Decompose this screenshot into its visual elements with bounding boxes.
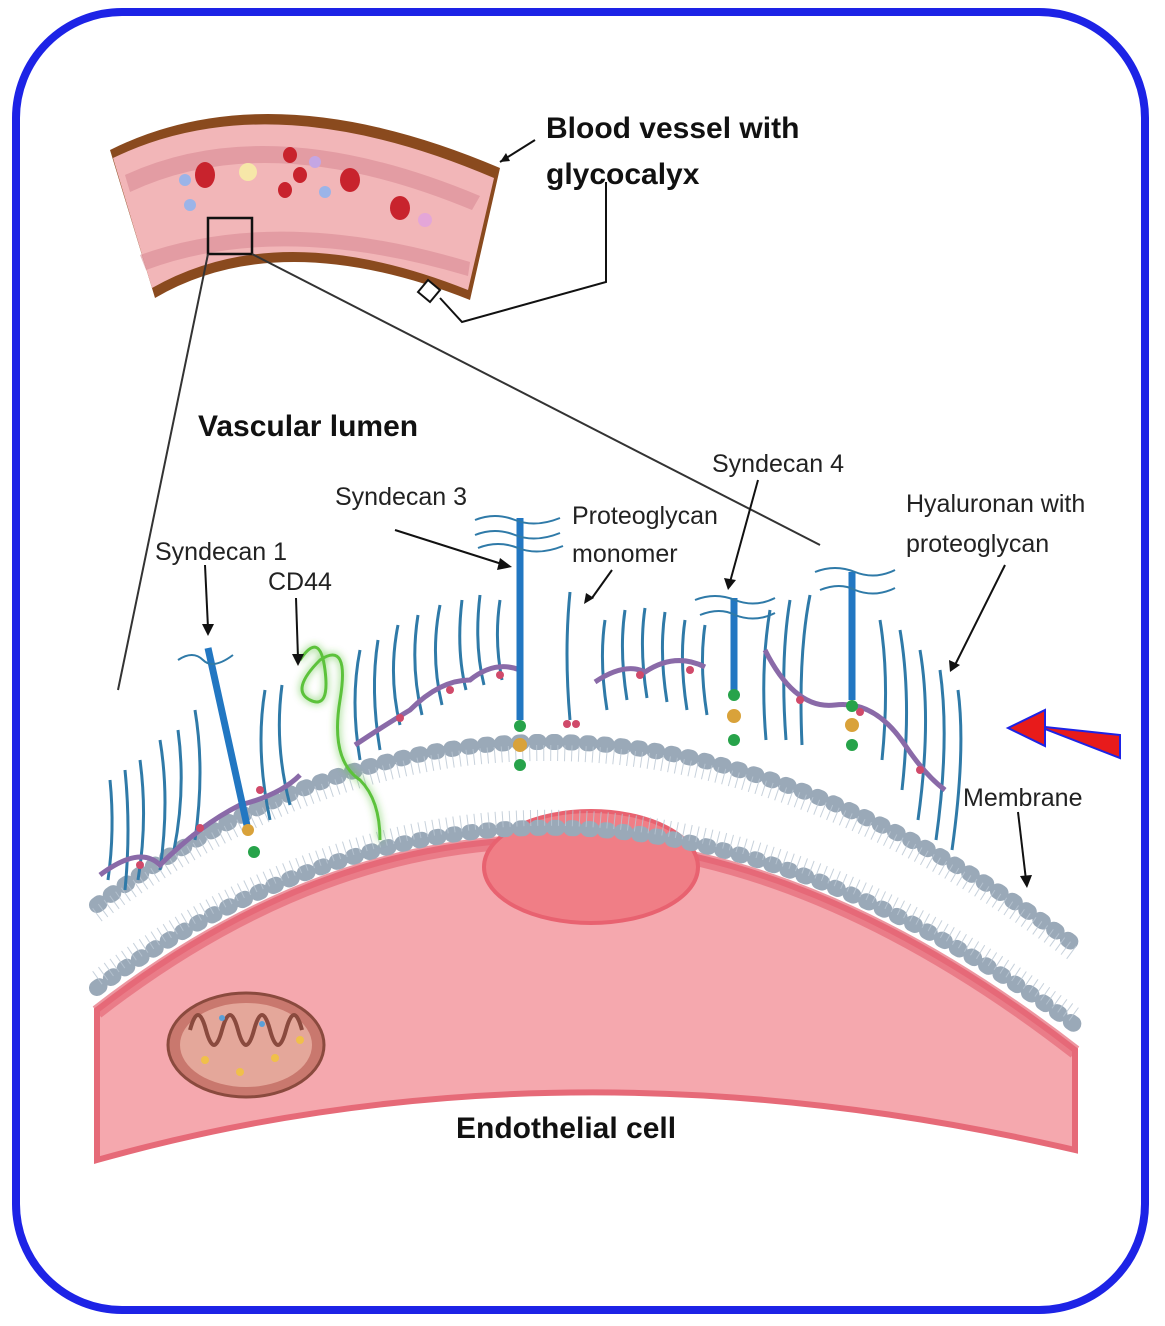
endothelial-cell	[97, 811, 1075, 1160]
label-cd44: CD44	[268, 568, 332, 596]
highlight-arrow	[1008, 710, 1120, 758]
syndecan-3	[513, 518, 527, 771]
mitochondrion	[168, 993, 324, 1097]
syndecan-4	[727, 598, 741, 746]
label-hyaluronan-line1: Hyaluronan with	[906, 490, 1085, 518]
blood-vessel	[110, 114, 500, 302]
label-blood-vessel-line1: Blood vessel with	[546, 112, 799, 145]
label-hyaluronan-line2: proteoglycan	[906, 530, 1049, 558]
label-membrane: Membrane	[963, 784, 1083, 812]
zoom-line-left	[118, 254, 208, 690]
label-blood-vessel-line2: glycocalyx	[546, 158, 700, 191]
label-syndecan-1: Syndecan 1	[155, 538, 287, 566]
label-proteoglycan-line2: monomer	[572, 540, 678, 568]
syndecan-hyaluronan	[845, 572, 859, 751]
label-syndecan-3: Syndecan 3	[335, 483, 467, 511]
cd44-protein	[300, 647, 380, 840]
label-endothelial-cell: Endothelial cell	[456, 1112, 676, 1145]
label-proteoglycan-line1: Proteoglycan	[572, 502, 718, 530]
proteoglycan-monomer	[567, 592, 570, 720]
label-syndecan-4: Syndecan 4	[712, 450, 844, 478]
label-vascular-lumen: Vascular lumen	[198, 410, 418, 443]
